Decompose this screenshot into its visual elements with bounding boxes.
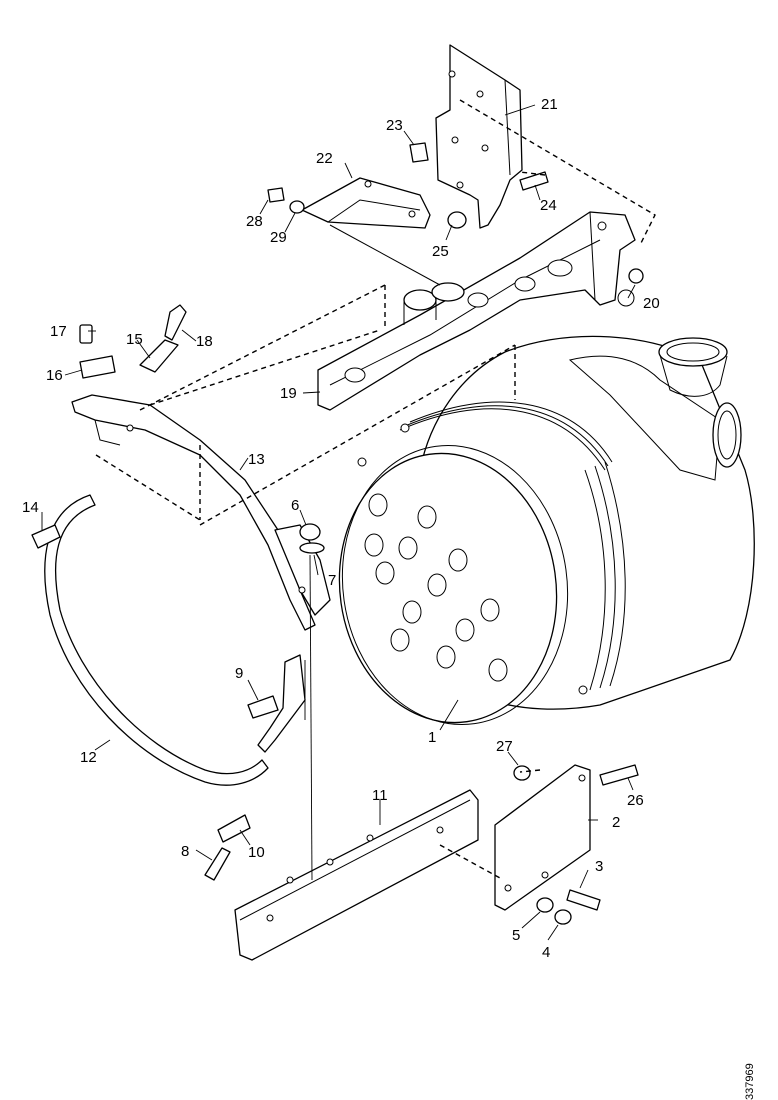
callout-14: 14 — [22, 499, 39, 516]
muffler-body — [338, 335, 755, 726]
callout-25: 25 — [432, 243, 449, 260]
carrier-rail-19 — [317, 211, 636, 411]
callout-23: 23 — [386, 117, 403, 134]
callout-2: 2 — [612, 814, 620, 831]
callout-labels: 1 2 3 4 5 6 7 8 9 10 11 12 13 14 15 16 1… — [22, 96, 660, 961]
callout-20: 20 — [643, 295, 660, 312]
callout-15: 15 — [126, 331, 143, 348]
callout-7: 7 — [328, 572, 336, 589]
alignment-lines — [95, 99, 656, 881]
callout-29: 29 — [270, 229, 287, 246]
support-rail-11 — [234, 789, 479, 961]
callout-12: 12 — [80, 749, 97, 766]
callout-3: 3 — [595, 858, 603, 875]
clamp-band-12 — [44, 494, 306, 786]
outlet-pipe-side — [712, 402, 742, 468]
plate-2 — [494, 764, 591, 911]
bracket-22 — [301, 177, 431, 229]
clamp-band-13 — [71, 394, 331, 631]
callout-5: 5 — [512, 927, 520, 944]
callout-22: 22 — [316, 150, 333, 167]
mounting-plate-21 — [435, 44, 523, 229]
callout-10: 10 — [248, 844, 265, 861]
end-cap-holes — [364, 493, 508, 682]
callout-1: 1 — [428, 729, 436, 746]
callout-16: 16 — [46, 367, 63, 384]
callout-4: 4 — [542, 944, 550, 961]
callout-8: 8 — [181, 843, 189, 860]
callout-18: 18 — [196, 333, 213, 350]
callout-24: 24 — [540, 197, 557, 214]
callout-13: 13 — [248, 451, 265, 468]
callout-6: 6 — [291, 497, 299, 514]
fasteners — [31, 142, 644, 925]
outlet-pipe-top — [658, 337, 728, 367]
callout-17: 17 — [50, 323, 67, 340]
callout-11: 11 — [372, 787, 388, 804]
callout-21: 21 — [541, 96, 558, 113]
drawing-id-label: 337969 — [744, 1063, 756, 1100]
callout-26: 26 — [627, 792, 644, 809]
callout-9: 9 — [235, 665, 243, 682]
callout-27: 27 — [496, 738, 513, 755]
callout-28: 28 — [246, 213, 263, 230]
leader-lines — [41, 104, 636, 941]
callout-19: 19 — [280, 385, 297, 402]
